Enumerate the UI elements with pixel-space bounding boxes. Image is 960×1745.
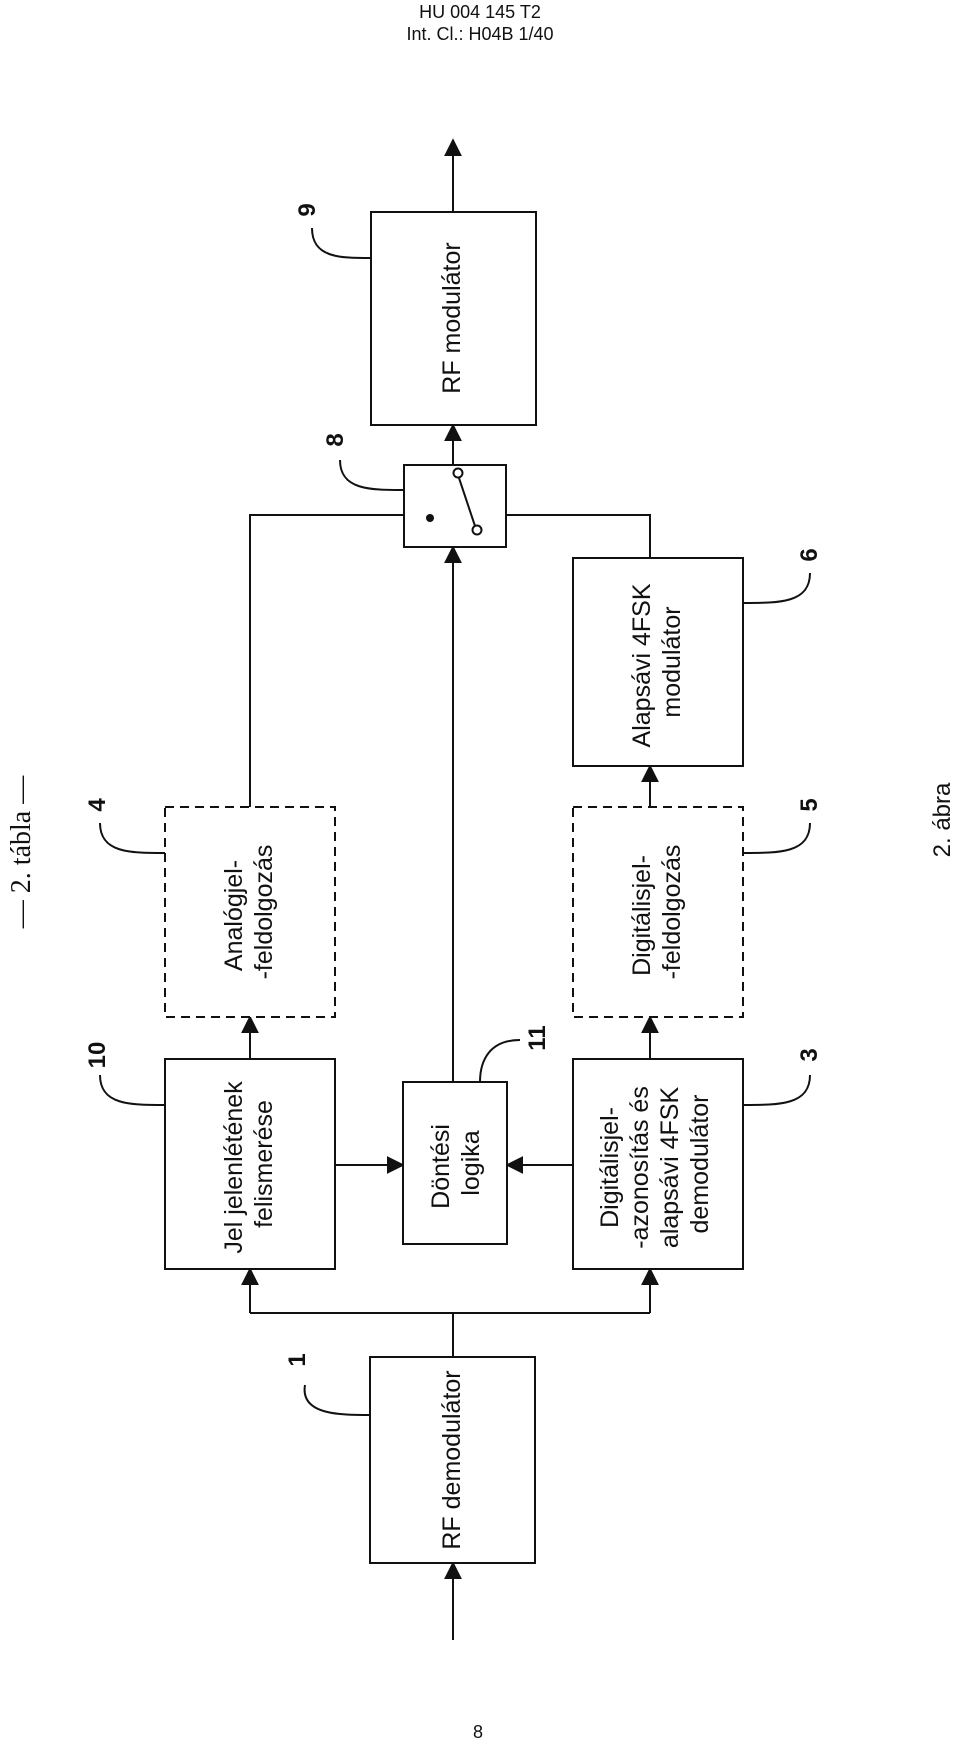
switch-pivot [452,467,464,479]
block-4fsk-modulator: Alapsávi 4FSK modulátor [572,557,744,767]
svg-text:Jel jelenlétének felisme: Jel jelenlétének felismerése [220,1074,278,1253]
ref-num-4: 4 [84,798,111,812]
svg-text:Digitálisjel- -azonosítá: Digitálisjel- -azonosítás és alapsávi 4F… [596,1079,714,1249]
leader-6 [742,572,811,604]
leader-8 [339,459,405,491]
leader-1 [303,1384,371,1416]
wire-analog-to-switch [249,514,404,807]
block-signal-detection: Jel jelenlétének felismerése [164,1058,336,1270]
svg-text:Döntési logika: Döntési logika [427,1117,485,1209]
header-patent-number: HU 004 145 T2 [419,2,541,22]
svg-text:RF modulátor: RF modulátor [438,242,466,393]
leader-9 [311,227,372,259]
switch-contact-b [471,524,483,536]
svg-text:RF demodulátor: RF demodulátor [438,1370,466,1549]
block-digital-identification: Digitálisjel- -azonosítás és alapsávi 4F… [572,1058,744,1270]
ref-num-1: 1 [284,1353,311,1366]
block-switch [403,464,507,548]
block-rf-demodulator: RF demodulátor [369,1356,536,1564]
figure-caption: 2. ábra [929,782,956,857]
svg-text:Alapsávi 4FSK modulátor: Alapsávi 4FSK modulátor [628,577,686,748]
ref-num-11: 11 [524,1025,551,1050]
ref-num-10: 10 [84,1042,111,1069]
switch-contact-a [426,514,434,522]
svg-text:Analógjel- -feldolgozás: Analógjel- -feldolgozás [220,845,278,980]
reference-numerals: 1 10 4 11 3 5 6 8 9 [84,203,823,1416]
wire-fsk-to-switch [506,514,651,558]
leader-3 [742,1074,811,1106]
connections [241,138,659,1640]
ref-num-9: 9 [294,203,321,216]
leader-4 [99,822,166,854]
ref-num-8: 8 [322,433,349,446]
page-number: 8 [473,1722,483,1742]
block-decision-logic: Döntési logika [402,1081,508,1245]
table-label: — 2. tábla — [6,775,37,929]
switch-lever [458,477,476,527]
block-rf-modulator: RF modulátor [370,211,537,426]
block-analog-processing: Analógjel- -feldolgozás [164,806,336,1018]
ref-num-3: 3 [796,1048,823,1061]
svg-text:Digitálisjel- -feldolgoz: Digitálisjel- -feldolgozás [628,845,686,980]
block-digital-processing: Digitálisjel- -feldolgozás [572,806,744,1018]
leader-5 [742,822,811,854]
header-classification: Int. Cl.: H04B 1/40 [406,24,554,44]
leader-11 [479,1039,521,1083]
ref-num-5: 5 [796,798,823,811]
leader-10 [99,1074,166,1106]
ref-num-6: 6 [796,548,823,561]
